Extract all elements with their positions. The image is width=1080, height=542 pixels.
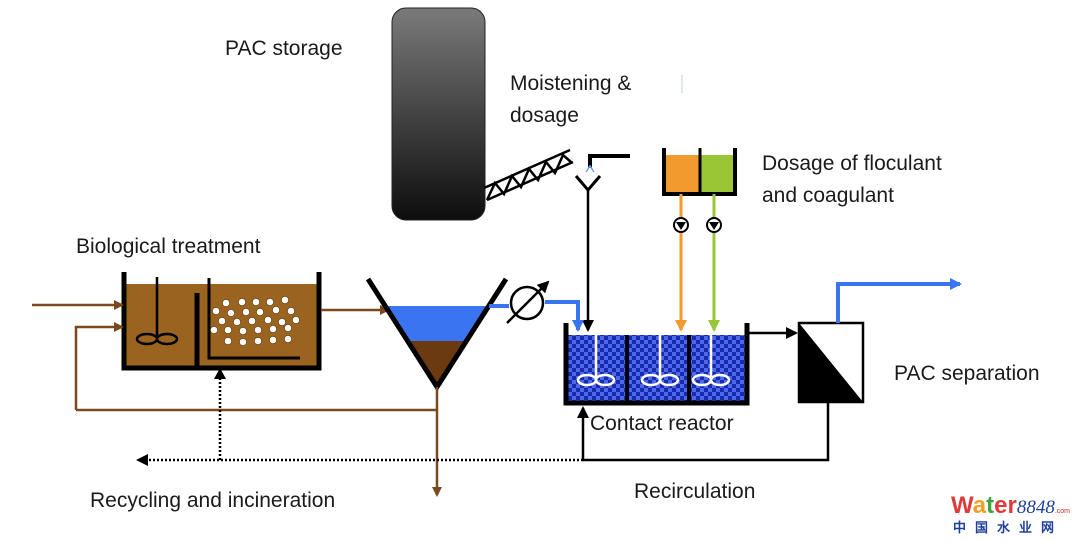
recirculation-line: [577, 402, 830, 462]
label-pac-storage: PAC storage: [225, 37, 343, 60]
bubble: [248, 317, 256, 325]
label-recirculation: Recirculation: [634, 480, 755, 503]
bubble: [266, 298, 274, 306]
dosing-tank-icon: [662, 148, 737, 196]
pump-icon: [673, 217, 689, 233]
svg-text:中国水业网: 中国水业网: [953, 520, 1063, 536]
label-pac-separation: PAC separation: [894, 362, 1040, 385]
water-to-reactor-line: [545, 300, 584, 332]
bubble: [264, 316, 272, 324]
screw-conveyor-icon: [483, 148, 574, 202]
label-recycling: Recycling and incineration: [90, 489, 335, 512]
bubble: [218, 317, 226, 325]
bubble: [284, 335, 292, 343]
bubble: [242, 308, 250, 316]
mixer-icon: [640, 332, 680, 387]
bubble: [272, 306, 280, 314]
svg-text:Water8848.com: Water8848.com: [951, 492, 1070, 519]
bubble: [278, 318, 286, 326]
bubble: [233, 318, 241, 326]
bubble: [222, 299, 230, 307]
flow-meter-icon: [506, 280, 550, 324]
recycling-arrowhead: [136, 454, 148, 466]
label-moistening-line1: Moistening &: [510, 72, 631, 95]
label-contact-reactor: Contact reactor: [590, 412, 734, 435]
bubble: [284, 324, 292, 332]
bubble: [210, 326, 218, 334]
mixer-icon: [135, 277, 179, 346]
membrane-filter-icon: [797, 321, 865, 404]
settling-cone-icon: [365, 277, 509, 392]
contact-reactor: [563, 323, 750, 406]
bubble: [269, 336, 277, 344]
bubble: [292, 316, 300, 324]
bubble: [227, 309, 235, 317]
bubble: [252, 298, 260, 306]
label-moistening-line2: dosage: [510, 104, 579, 127]
pump-icon: [706, 217, 722, 233]
bubble: [238, 298, 246, 306]
aeration-bubbles-icon: [210, 296, 300, 346]
label-dosage-line1: Dosage of floculant: [762, 152, 942, 175]
effluent-arrow: [836, 278, 962, 323]
pac-to-bio-arrowhead: [214, 368, 226, 379]
bubble: [224, 337, 232, 345]
label-dosage-line2: and coagulant: [762, 184, 894, 207]
silo-icon: [391, 7, 486, 221]
bubble: [239, 327, 247, 335]
bubble: [287, 307, 295, 315]
bubble: [212, 307, 220, 315]
bubble: [256, 308, 264, 316]
bubble: [239, 338, 247, 346]
bubble: [269, 325, 277, 333]
bubble: [254, 337, 262, 345]
bubble: [254, 326, 262, 334]
bubble: [281, 296, 289, 304]
mixer-icon: [691, 332, 731, 387]
bubble: [224, 326, 232, 334]
label-biological-treatment: Biological treatment: [76, 235, 261, 258]
watermark-logo: Water8848.com 中国水业网: [951, 492, 1070, 536]
funnel-icon: [574, 154, 630, 262]
sludge-return-line: [74, 322, 124, 410]
mixer-icon: [576, 332, 616, 387]
